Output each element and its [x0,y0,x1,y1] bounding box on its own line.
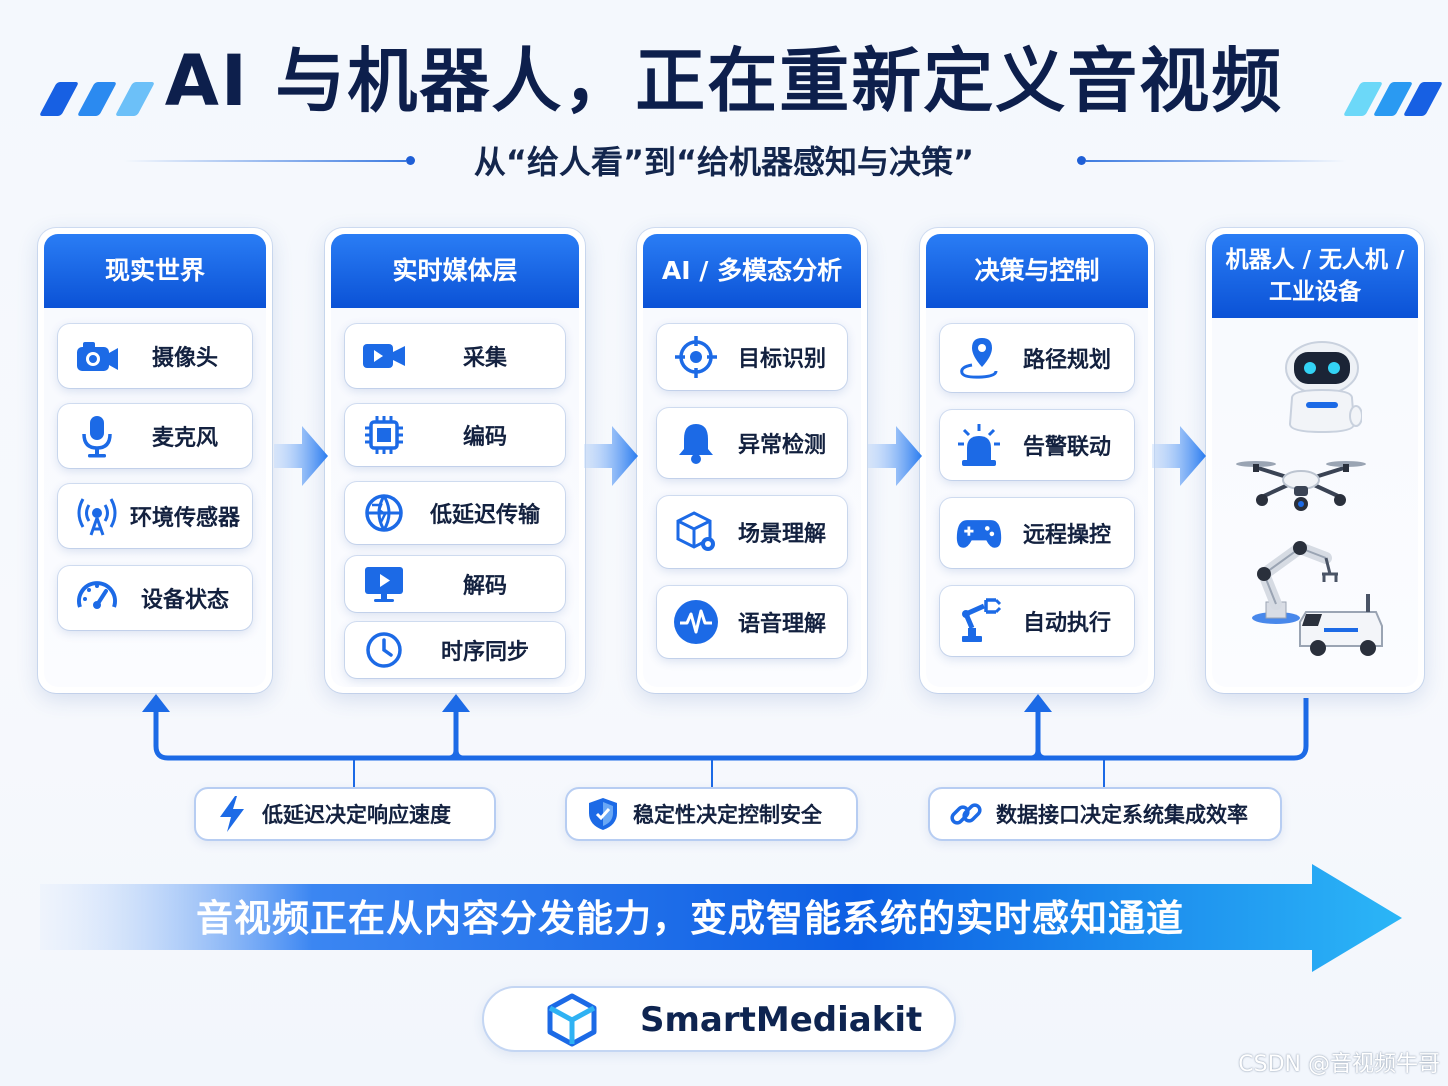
microphone-icon [74,413,120,459]
list-item: 低延迟传输 [345,482,565,544]
gamepad-icon [956,510,1002,556]
subtitle-dot-right [1077,156,1086,165]
flow-arrow-1 [274,426,328,486]
subtitle-dot-left [406,156,415,165]
column-header: 机器人 / 无人机 / 工业设备 [1212,234,1418,318]
item-label: 语音理解 [737,612,826,637]
pill-interface: 数据接口决定系统集成效率 [928,787,1282,841]
item-label: 解码 [462,574,507,599]
map-pin-icon [956,335,1002,381]
gauge-icon [74,575,120,621]
item-label: 低延迟传输 [429,503,540,528]
globe-icon [361,490,407,536]
item-label: 设备状态 [140,588,229,613]
list-item: 场景理解 [657,496,847,568]
cube-logo-icon [544,992,600,1052]
waveform-icon [673,599,719,645]
list-item: 目标识别 [657,324,847,390]
item-label: 摄像头 [151,346,218,371]
list-item: 自动执行 [940,586,1134,656]
subtitle: 从“给人看”到“给机器感知与决策” [473,143,975,181]
list-item: 远程操控 [940,498,1134,568]
item-label: 麦克风 [151,426,218,451]
flow-arrow-4 [1152,426,1206,486]
list-item: 编码 [345,404,565,466]
flow-arrow-3 [868,426,922,486]
pill-stability: 稳定性决定控制安全 [565,787,858,841]
list-item: 路径规划 [940,324,1134,392]
title-stripes-right [1342,82,1444,116]
clock-icon [361,627,407,673]
banner-arrow [40,864,1402,972]
list-item: 语音理解 [657,586,847,658]
column-ai-analysis: AI / 多模态分析 目标识别 异常检测 场景理解 语音理解 [637,228,867,693]
flow-arrow-2 [584,426,638,486]
column-decision-control: 决策与控制 路径规划 告警联动 远程操控 自动执行 [920,228,1154,693]
item-label: 目标识别 [737,347,826,372]
column-devices: 机器人 / 无人机 / 工业设备 [1206,228,1424,693]
column-media-layer: 实时媒体层 采集 编码 低延迟传输 解码 [325,228,585,693]
subtitle-line-right [1086,160,1346,162]
shield-icon [583,794,623,834]
list-item: 麦克风 [58,404,252,468]
item-label: 告警联动 [1022,435,1111,460]
list-item: 解码 [345,556,565,612]
list-item: 告警联动 [940,410,1134,480]
sensor-icon [74,493,120,539]
header-line-2: 工业设备 [1269,279,1361,305]
item-label: 环境传感器 [129,506,240,531]
header-line-1: 机器人 / 无人机 / [1225,247,1405,273]
item-label: 远程操控 [1022,523,1111,548]
industrial-arm-vehicle-icon [1242,534,1392,668]
item-label: 场景理解 [737,522,826,547]
item-label: 路径规划 [1022,348,1111,373]
item-label: 自动执行 [1022,611,1111,636]
monitor-play-icon [361,561,407,607]
link-icon [946,794,986,834]
column-header: 决策与控制 [926,234,1148,308]
item-label: 异常检测 [737,433,826,458]
list-item: 异常检测 [657,408,847,478]
camera-icon [74,333,120,379]
list-item: 采集 [345,324,565,388]
cube-icon [673,509,719,555]
robot-icon [1282,338,1363,438]
pill-latency: 低延迟决定响应速度 [194,787,496,841]
robot-arm-icon [956,598,1002,644]
list-item: 环境传感器 [58,484,252,548]
pill-label: 低延迟决定响应速度 [262,803,451,827]
video-camera-icon [361,333,407,379]
banner-text: 音视频正在从内容分发能力，变成智能系统的实时感知通道 [196,897,1184,940]
subtitle-line-left [124,160,406,162]
page-title: AI 与机器人，正在重新定义音视频 [164,40,1284,122]
column-header: AI / 多模态分析 [643,234,861,308]
chip-icon [361,412,407,458]
pill-label: 数据接口决定系统集成效率 [996,803,1248,827]
item-label: 采集 [462,346,507,371]
target-icon [673,334,719,380]
bell-icon [673,420,719,466]
watermark: CSDN @音视频牛哥 [1238,1052,1440,1077]
list-item: 摄像头 [58,324,252,388]
brand-name: SmartMediakit [640,1000,923,1040]
item-label: 时序同步 [440,640,529,665]
item-label: 编码 [462,425,507,450]
column-header: 实时媒体层 [331,234,579,308]
feedback-lines [142,694,1309,788]
column-real-world: 现实世界 摄像头 麦克风 环境传感器 设备状态 [38,228,272,693]
list-item: 设备状态 [58,566,252,630]
list-item: 时序同步 [345,622,565,678]
column-header: 现实世界 [44,234,266,308]
alarm-light-icon [956,422,1002,468]
drone-icon [1234,446,1368,520]
lightning-icon [212,794,252,834]
brand-badge [482,986,956,1052]
pill-label: 稳定性决定控制安全 [633,803,822,827]
